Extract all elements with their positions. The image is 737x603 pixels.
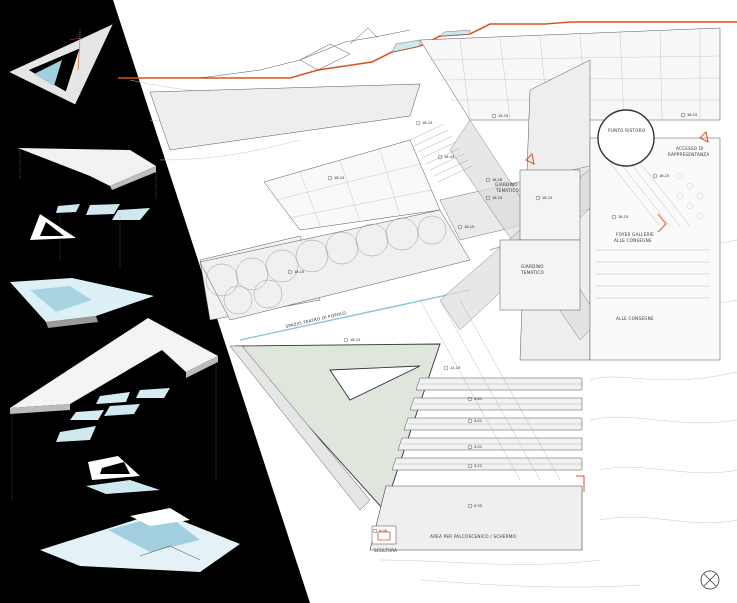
axo-6 [56, 388, 170, 442]
site-plan [129, 27, 737, 588]
level-3: 18.15 [422, 121, 432, 125]
level-13: 18.15 [350, 338, 360, 342]
axo-8 [40, 508, 240, 572]
label-giardino-1: GIARDINO [495, 182, 518, 187]
level-15: 3.61 [474, 397, 482, 401]
axonometric-panel [0, 0, 310, 603]
level-9: 18.15 [659, 174, 669, 178]
label-scultura: SCULTURA [374, 548, 397, 553]
axo-4 [10, 278, 154, 328]
level-7: 18.15 [542, 196, 552, 200]
label-rappresentanza: RAPPRESENTANZA [668, 152, 709, 157]
level-5: 18.43 [444, 155, 454, 159]
label-giardino-2: GIARDINO [521, 264, 544, 269]
level-19: 0.35 [474, 504, 482, 508]
label-area-palcoscenico: AREA PER PALCOSCENICO / SCHERMO [430, 534, 516, 539]
axo-2 [18, 148, 157, 200]
level-6: 18.15 [492, 196, 502, 200]
site-section [118, 21, 737, 79]
level-markers: 18.15 18.15 18.15 18.15 18.43 18.15 18.1… [287, 112, 697, 534]
label-alle-consegne-1: ALLE CONSEGNE [614, 238, 652, 243]
axo-7 [86, 456, 160, 494]
level-12: 18.15 [294, 270, 304, 274]
axo-3 [30, 204, 150, 270]
level-10: 18.15 [618, 215, 628, 219]
level-18: 3.21 [474, 464, 482, 468]
level-4: 18.15 [334, 176, 344, 180]
level-1: 18.15 [498, 114, 508, 118]
level-11: 18.15 [464, 225, 474, 229]
label-tematico-2: TEMATICO [520, 270, 544, 275]
level-20: 0.00 [379, 529, 388, 533]
level-16: 3.01 [474, 419, 482, 423]
label-accesso: ACCESSO DI [676, 146, 704, 151]
axo-1 [9, 24, 113, 105]
label-punto-ristoro: PUNTO RISTORO [608, 128, 646, 133]
label-alle-consegne-2: ALLE CONSEGNE [616, 316, 654, 321]
label-spazio: SPAZIO TEATRO DI POPOLO [285, 310, 347, 329]
level-17: 3.01 [474, 445, 482, 449]
label-tematico-1: TEMATICO [495, 188, 519, 193]
level-14: 12.15 [450, 366, 460, 370]
level-2: 18.15 [687, 113, 697, 117]
north-arrow-icon [700, 570, 720, 590]
label-foyer: FOYER GALLERIE [616, 232, 654, 237]
axo-5 [10, 318, 218, 500]
level-8: 18.18 [492, 178, 503, 182]
